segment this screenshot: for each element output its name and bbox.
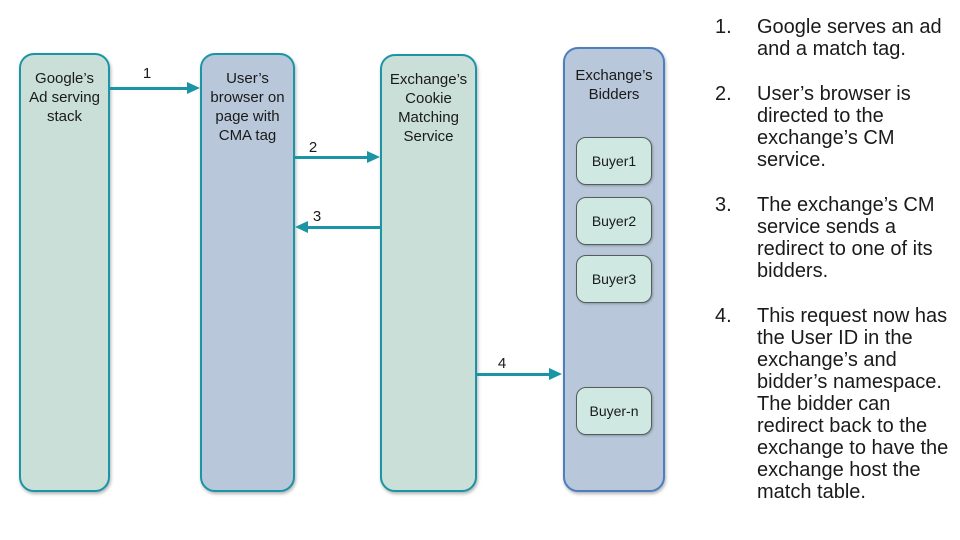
step-2-text: User’s browser is directed to the exchan… [757,83,911,171]
buyer3-label: Buyer3 [591,270,637,287]
node-cm-label: Exchange’s Cookie Matching Service [389,71,468,145]
buyer3-box: Buyer3 [576,255,652,303]
step-4-text: This request now has the User ID in the … [757,305,949,503]
arrow-4-shaft [477,373,549,376]
arrow-4-right-arrowhead-icon [549,368,562,380]
arrow-1-right-arrowhead-icon [187,82,200,94]
step-3-text: The exchange’s CM service sends a redire… [757,194,935,282]
step-2-number: 2. [715,83,732,105]
step-item-3: 3. The exchange’s CM service sends a red… [715,194,957,282]
node-google-label: Google’s Ad serving stack [29,70,100,125]
steps-list: 1. Google serves an ad and a match tag. … [715,16,957,526]
buyer-n-box: Buyer-n [576,387,652,435]
arrow-4-label: 4 [497,355,507,372]
node-google-ad-serving-stack: Google’s Ad serving stack [19,53,110,492]
step-4-number: 4. [715,305,732,327]
step-1-text: Google serves an ad and a match tag. [757,16,942,60]
buyer2-label: Buyer2 [591,212,637,229]
buyer2-box: Buyer2 [576,197,652,245]
arrow-2-label: 2 [308,139,318,156]
node-exchange-bidders: Exchange’s Bidders Buyer1 Buyer2 Buyer3 … [563,47,665,492]
step-1-number: 1. [715,16,732,38]
node-browser-label: User’s browser on page with CMA tag [210,70,285,144]
step-item-1: 1. Google serves an ad and a match tag. [715,16,957,60]
arrow-1-shaft [110,87,187,90]
arrow-2-shaft [295,156,367,159]
arrow-3-left-arrowhead-icon [295,221,308,233]
step-item-4: 4. This request now has the User ID in t… [715,305,957,503]
node-user-browser: User’s browser on page with CMA tag [200,53,295,492]
node-exchange-cookie-matching-service: Exchange’s Cookie Matching Service [380,54,477,492]
arrow-3-label: 3 [312,208,322,225]
step-3-number: 3. [715,194,732,216]
buyer1-label: Buyer1 [591,152,637,169]
buyer-n-label: Buyer-n [589,402,639,419]
node-bidders-label: Exchange’s Bidders [575,67,653,103]
arrow-1-label: 1 [142,65,152,82]
arrow-2-right-arrowhead-icon [367,151,380,163]
step-item-2: 2. User’s browser is directed to the exc… [715,83,957,171]
buyer1-box: Buyer1 [576,137,652,185]
arrow-3-shaft [308,226,380,229]
